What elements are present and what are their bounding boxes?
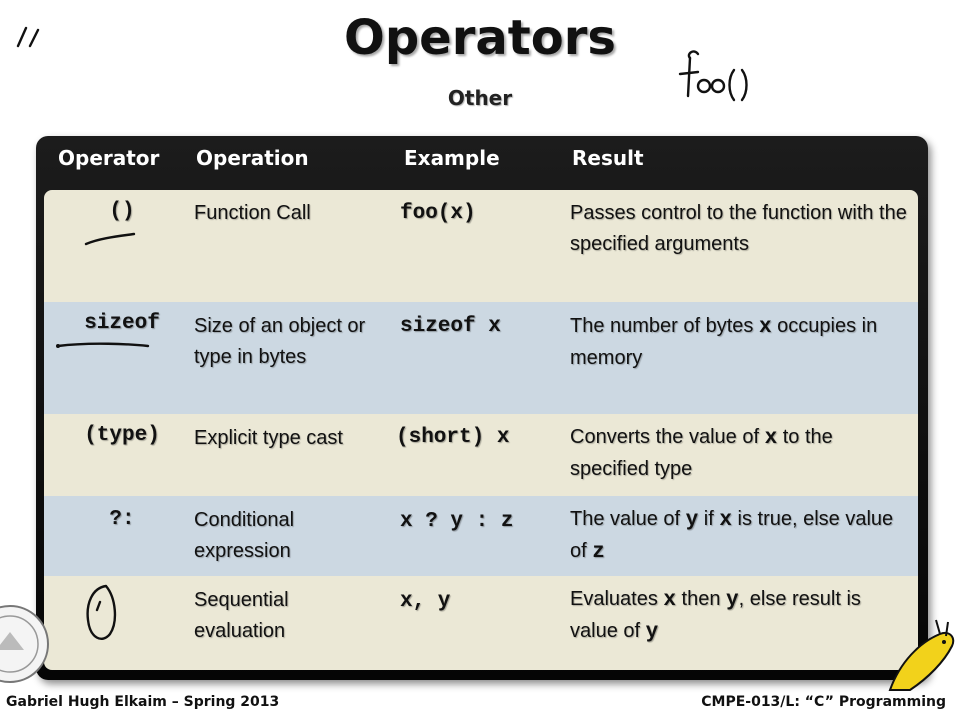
operator-symbol: sizeof xyxy=(84,312,160,335)
ink-underline-sizeof xyxy=(56,342,150,348)
inline-code: x xyxy=(758,316,772,339)
result-text: The value of y if x is true, else value … xyxy=(570,504,910,568)
example-code: x ? y : z xyxy=(400,510,514,533)
inline-code: x xyxy=(719,509,732,532)
example-code: sizeof x xyxy=(400,315,501,338)
operation-name: Size of an object or type in bytes xyxy=(194,315,366,368)
slide-subtitle: Other xyxy=(447,86,513,110)
result-fragment: Converts the value of xyxy=(570,426,765,448)
table-row: (type) Explicit type cast (short) x Conv… xyxy=(44,414,918,496)
example-code: foo(x) xyxy=(400,202,476,225)
inline-code: x xyxy=(663,589,676,612)
result-fragment: then xyxy=(676,588,727,610)
table-row: sizeof Size of an object or type in byte… xyxy=(44,302,918,414)
university-seal-icon xyxy=(0,605,49,683)
slide-title: Operators xyxy=(344,10,616,66)
inline-code: z xyxy=(592,541,605,564)
result-fragment: , else result is value of xyxy=(570,588,861,642)
operation-name: Explicit type cast xyxy=(194,427,343,449)
operation-name: Conditional expression xyxy=(194,509,295,562)
operator-symbol: (type) xyxy=(84,424,160,447)
result-text: Evaluates x then y, else result is value… xyxy=(570,584,910,648)
ink-comma-circle xyxy=(86,584,117,640)
example-code: (short) x xyxy=(396,426,510,449)
ink-underline-call xyxy=(84,232,136,246)
operation-name: Function Call xyxy=(194,202,311,224)
result-fragment: is true, else value of xyxy=(570,508,894,562)
table-row: ?: Conditional expression x ? y : z The … xyxy=(44,496,918,576)
table-body: () Function Call foo(x) Passes control t… xyxy=(44,190,918,670)
column-header-example: Example xyxy=(404,146,500,170)
inline-code: y xyxy=(645,621,659,644)
result-text: Converts the value of x to the specified… xyxy=(570,422,910,485)
footer-course: CMPE-013/L: “C” Programming xyxy=(701,694,946,710)
table-row: () Function Call foo(x) Passes control t… xyxy=(44,190,918,302)
result-fragment: to the specified type xyxy=(570,426,833,480)
result-fragment: Passes control to the function with the … xyxy=(570,202,907,255)
result-fragment: Evaluates xyxy=(570,588,664,610)
operator-symbol: () xyxy=(109,200,135,223)
inline-code: y xyxy=(685,509,699,532)
table-row: Sequential evaluation x, y Evaluates x t… xyxy=(44,576,918,670)
result-fragment: The number of bytes xyxy=(570,315,759,337)
operator-symbol: ?: xyxy=(109,508,135,531)
operation-name: Sequential evaluation xyxy=(194,589,289,642)
result-fragment: The value of xyxy=(570,508,686,530)
column-header-operation: Operation xyxy=(196,146,309,170)
ink-handwritten-foo xyxy=(678,50,748,102)
inline-code: x xyxy=(764,427,778,450)
banana-slug-mascot-icon xyxy=(888,619,955,691)
result-text: The number of bytes x occupies in memory xyxy=(570,311,910,374)
ink-slash-marks xyxy=(16,26,40,48)
footer-author: Gabriel Hugh Elkaim – Spring 2013 xyxy=(6,694,280,710)
result-fragment: occupies in memory xyxy=(570,315,878,369)
column-header-operator: Operator xyxy=(58,146,160,170)
result-text: Passes control to the function with the … xyxy=(570,198,910,260)
column-header-result: Result xyxy=(572,146,644,170)
example-code: x, y xyxy=(400,590,451,613)
inline-code: y xyxy=(726,589,739,612)
result-fragment: if xyxy=(698,508,720,530)
